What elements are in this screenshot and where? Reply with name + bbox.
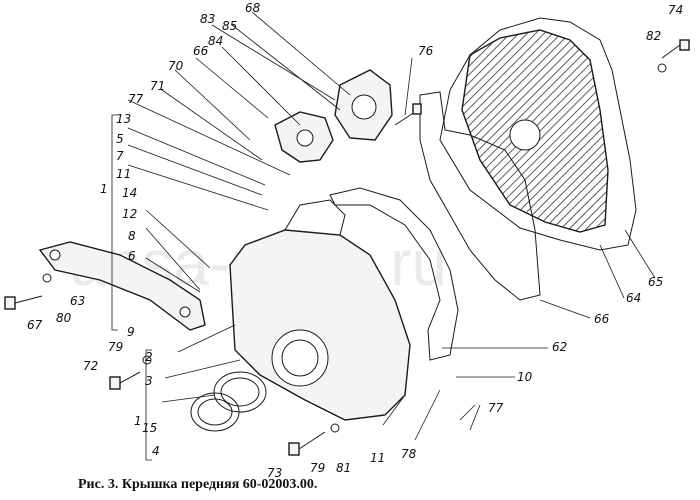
cover-rib [284, 199, 346, 236]
callout-62: 62 [552, 340, 567, 354]
cap-68-hole [351, 94, 377, 120]
callout-10: 10 [517, 370, 533, 384]
callout-71: 71 [150, 79, 165, 93]
callout-74: 74 [668, 3, 683, 17]
callout-labels: 83 68 85 84 66 70 71 77 13 5 7 11 1 14 1… [27, 1, 683, 480]
leader-lines [127, 11, 656, 441]
callout-72: 72 [83, 359, 98, 373]
callout-76: 76 [418, 44, 434, 58]
callout-84: 84 [208, 34, 223, 48]
callout-13: 13 [116, 112, 131, 126]
washer-82 [657, 63, 667, 73]
callout-78: 78 [401, 447, 417, 461]
callout-12: 12 [122, 207, 137, 221]
callout-11a: 11 [116, 167, 131, 181]
callout-1b: 1 [134, 414, 142, 428]
washer-80 [42, 273, 52, 283]
figure-caption: Рис. 3. Крышка передняя 60-02003.00. [78, 477, 318, 492]
washer-79b [330, 423, 340, 433]
callout-14: 14 [122, 186, 137, 200]
callout-68: 68 [245, 1, 261, 15]
callout-3: 3 [145, 374, 153, 388]
callout-1a: 1 [100, 182, 108, 196]
callout-65: 65 [648, 275, 663, 289]
seal-15 [190, 392, 240, 432]
callout-66b: 66 [594, 312, 610, 326]
callout-7: 7 [116, 149, 124, 163]
bolt-72 [109, 371, 141, 390]
bracket-hole [179, 306, 191, 318]
bracket-hole [49, 249, 61, 261]
bolt-76 [394, 103, 422, 126]
washer-79 [142, 355, 152, 365]
bolt-67 [4, 295, 43, 310]
callout-81: 81 [336, 461, 351, 475]
callout-5: 5 [116, 132, 124, 146]
callout-8: 8 [128, 229, 136, 243]
seal-3 [213, 371, 267, 413]
callout-82: 82 [646, 29, 661, 43]
callout-15: 15 [142, 421, 157, 435]
bolt-73 [288, 431, 326, 456]
group-bracket-1a [111, 114, 118, 331]
seal-3-inner [220, 377, 260, 407]
callout-63: 63 [70, 294, 85, 308]
callout-73: 73 [267, 466, 282, 480]
gasket-65 [439, 17, 637, 251]
lever-hole [296, 129, 314, 147]
callout-67: 67 [27, 318, 43, 332]
callout-83: 83 [200, 12, 215, 26]
bolt-74 [661, 39, 690, 59]
gasket-62 [329, 187, 459, 361]
callout-79b: 79 [310, 461, 325, 475]
callout-77a: 77 [128, 92, 144, 106]
callout-66a: 66 [193, 44, 209, 58]
callout-77b: 77 [488, 401, 504, 415]
callout-80: 80 [56, 311, 72, 325]
callout-11b: 11 [370, 451, 385, 465]
callout-64: 64 [626, 291, 641, 305]
callout-79a: 79 [108, 340, 123, 354]
callout-2: 2 [145, 350, 153, 364]
gasket-66 [419, 91, 541, 301]
callout-9: 9 [127, 325, 135, 339]
bracket-63 [38, 241, 206, 331]
plate-64-hole [509, 119, 541, 151]
cover-bore-inner [281, 339, 319, 377]
group-bracket-1b [145, 349, 152, 461]
callout-6: 6 [128, 249, 136, 263]
seal-15-inner [197, 398, 233, 426]
cover-bore [271, 329, 329, 387]
callout-70: 70 [168, 59, 184, 73]
callout-85: 85 [222, 19, 237, 33]
callout-4: 4 [152, 444, 160, 458]
